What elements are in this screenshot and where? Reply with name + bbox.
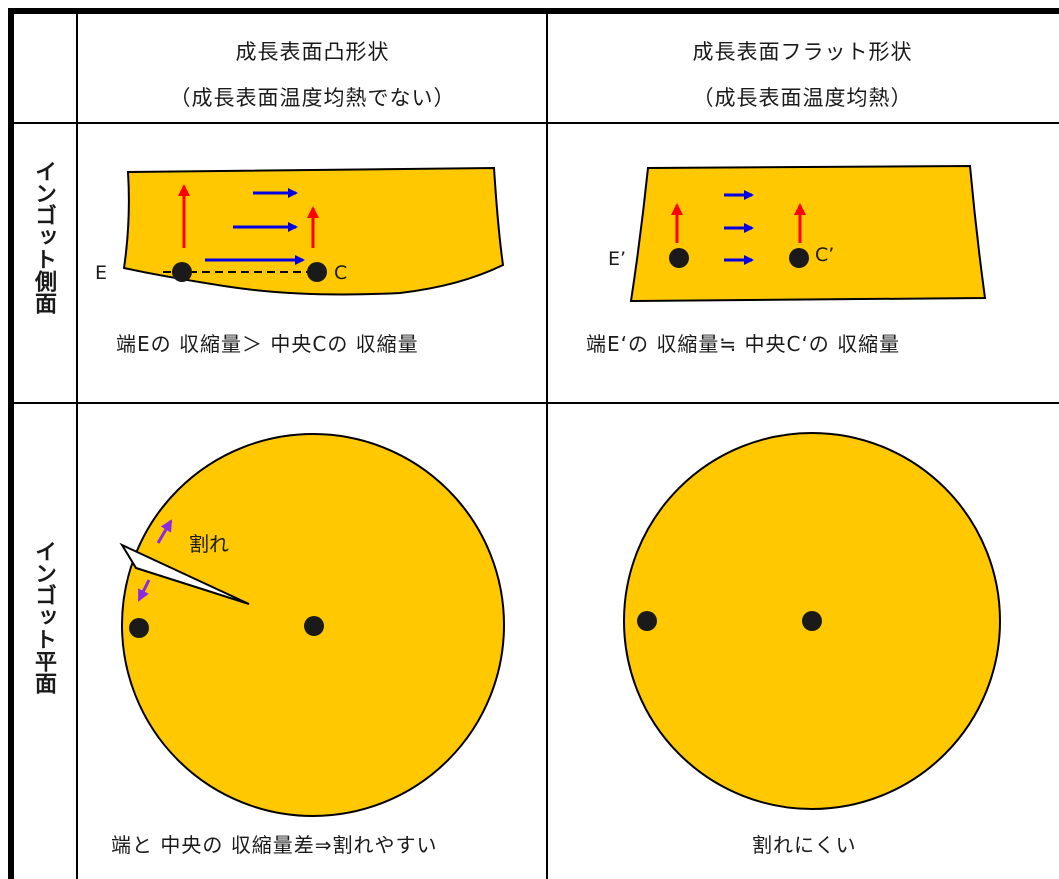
- edge-point-e-prime: [669, 248, 689, 268]
- label-crack: 割れ: [189, 532, 229, 556]
- label-e: E: [95, 262, 108, 284]
- caption-plane-convex: 端と 中央の 収縮量差⇒割れやすい: [111, 833, 438, 857]
- table-top-border: [8, 8, 1059, 14]
- plane-flat-edge-point: [637, 611, 657, 631]
- center-point-c-prime: [789, 248, 809, 268]
- label-c: C: [334, 262, 348, 284]
- row-label-side: インゴット側面: [31, 160, 56, 314]
- label-e-prime: E’: [608, 248, 627, 270]
- header-convex-title: 成長表面凸形状: [235, 40, 390, 64]
- caption-side-flat: 端E‘の 収縮量≒ 中央C‘の 収縮量: [586, 332, 901, 356]
- header-convex-subtitle: （成長表面温度均熱でない）: [169, 86, 456, 110]
- ingot-side-flat: [629, 164, 987, 303]
- plane-flat-center-point: [802, 611, 822, 631]
- caption-side-convex: 端Eの 収縮量＞ 中央Cの 収縮量: [116, 332, 419, 356]
- center-point-c: [307, 262, 327, 282]
- table-left-border: [8, 8, 14, 879]
- crack-arrow-down: [137, 579, 151, 602]
- header-flat-title: 成長表面フラット形状: [692, 40, 913, 64]
- table-divider-rows: [10, 402, 1059, 404]
- table-divider-center: [546, 12, 548, 879]
- table-divider-label-col: [76, 12, 78, 879]
- table-divider-header: [10, 122, 1059, 124]
- header-flat-subtitle: （成長表面温度均熱）: [692, 86, 913, 110]
- caption-plane-flat: 割れにくい: [752, 833, 857, 857]
- crack-arrow-up: [156, 519, 173, 544]
- plane-edge-point: [129, 618, 149, 638]
- label-c-prime: C’: [815, 244, 835, 266]
- plane-center-point: [304, 616, 324, 636]
- row-label-plane: インゴット平面: [31, 540, 56, 694]
- crack-gap: [119, 542, 250, 605]
- edge-point-e: [172, 262, 192, 282]
